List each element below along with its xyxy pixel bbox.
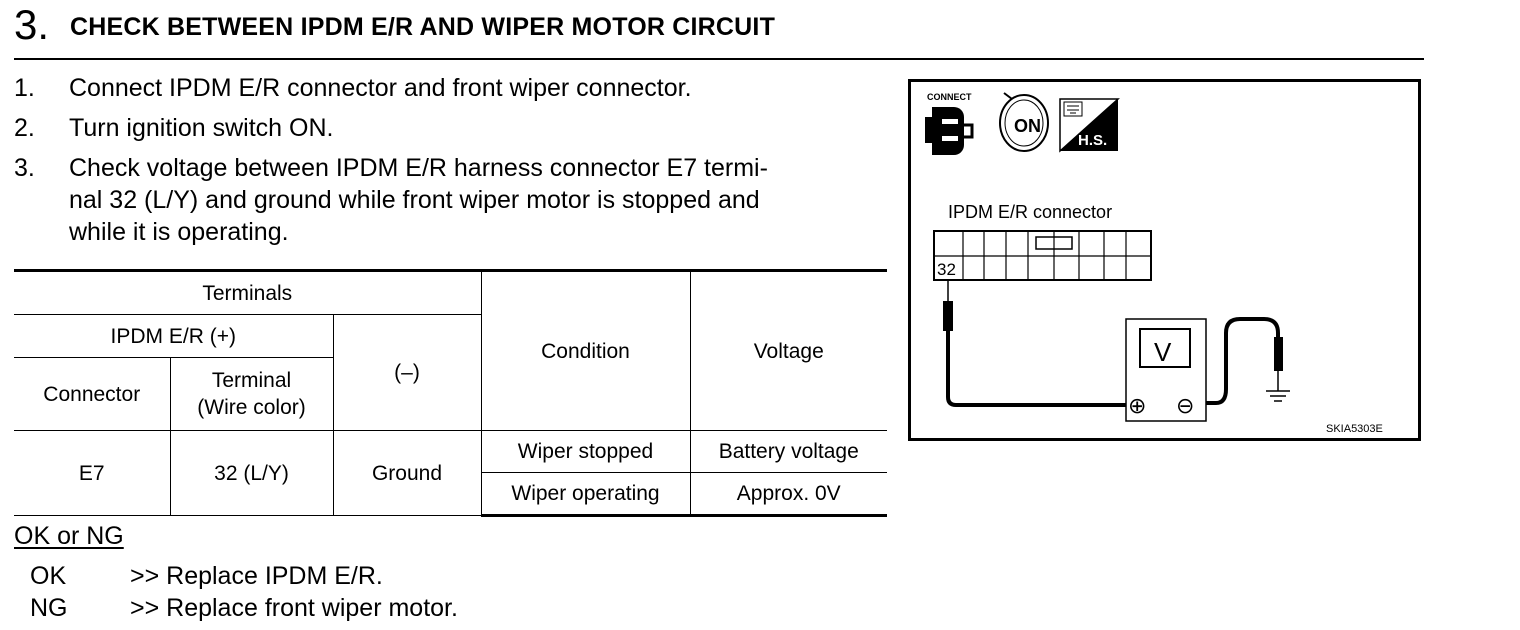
instruction-number: 1. [14,74,35,102]
instruction-text: Check voltage between IPDM E/R harness c… [69,154,768,182]
step-title: CHECK BETWEEN IPDM E/R AND WIPER MOTOR C… [70,13,776,41]
terminal-32-label: 32 [937,260,956,279]
instruction-text: Connect IPDM E/R connector and front wip… [69,74,692,102]
voltmeter-label: V [1154,337,1172,367]
condition-cell: Wiper operating [480,472,691,517]
table-row: E7 32 (L/Y) Ground Wiper stopped Battery… [14,430,887,516]
ignition-on-icon: ON [999,92,1049,152]
wire-color-header-line: (Wire color) [197,396,306,419]
connect-icon: CONNECT [925,92,974,155]
result-action: >> Replace IPDM E/R. [130,562,383,590]
step-number: 3. [14,1,50,48]
figure-id: SKIA5303E [1326,423,1383,435]
ok-or-ng-heading: OK or NG [14,522,124,550]
terminal-header-line: Terminal [211,369,292,392]
terminals-header: Terminals [14,269,482,315]
condition-cell: Wiper stopped [480,430,691,473]
instruction-number: 2. [14,114,35,142]
instruction-text: Turn ignition switch ON. [69,114,334,142]
voltmeter: V ⊕ ⊖ [1125,318,1207,422]
terminals-table: Terminals Condition Voltage IPDM E/R (+)… [14,269,887,517]
result-action: >> Replace front wiper motor. [130,594,458,622]
hs-icon-label: H.S. [1078,132,1107,149]
wiring-figure: CONNECT ON H.S. IPDM E/R connector 3 [908,79,1421,441]
connector-header: Connector [14,357,171,431]
instruction-text: while it is operating. [69,218,289,246]
ipdm-connector [933,230,1152,281]
connector-caption: IPDM E/R connector [948,202,1112,222]
negative-cell: Ground [332,430,482,516]
voltage-cell: Approx. 0V [689,472,887,517]
result-code: OK [30,562,67,590]
ignition-on-label: ON [1014,116,1041,136]
voltage-cell: Battery voltage [689,430,887,473]
hs-icon: H.S. [1059,98,1120,153]
result-code: NG [30,594,68,622]
positive-terminal: ⊕ [1128,394,1146,419]
table-row: Wiper operating Approx. 0V [14,472,887,517]
test-leads [943,280,1290,407]
condition-header: Condition [480,269,691,431]
negative-header: (–) [332,314,482,431]
instruction-number: 3. [14,154,35,182]
step-header: 3. CHECK BETWEEN IPDM E/R AND WIPER MOTO… [14,0,1424,60]
ipdm-positive-header: IPDM E/R (+) [14,314,334,358]
terminal-cell: 32 (L/Y) [169,430,334,516]
connector-cell: E7 [14,430,171,516]
terminal-header: Terminal (Wire color) [169,357,334,431]
instruction-text: nal 32 (L/Y) and ground while front wipe… [69,186,760,214]
connect-icon-label: CONNECT [927,92,972,102]
negative-terminal: ⊖ [1176,394,1194,419]
voltage-header: Voltage [689,269,887,431]
